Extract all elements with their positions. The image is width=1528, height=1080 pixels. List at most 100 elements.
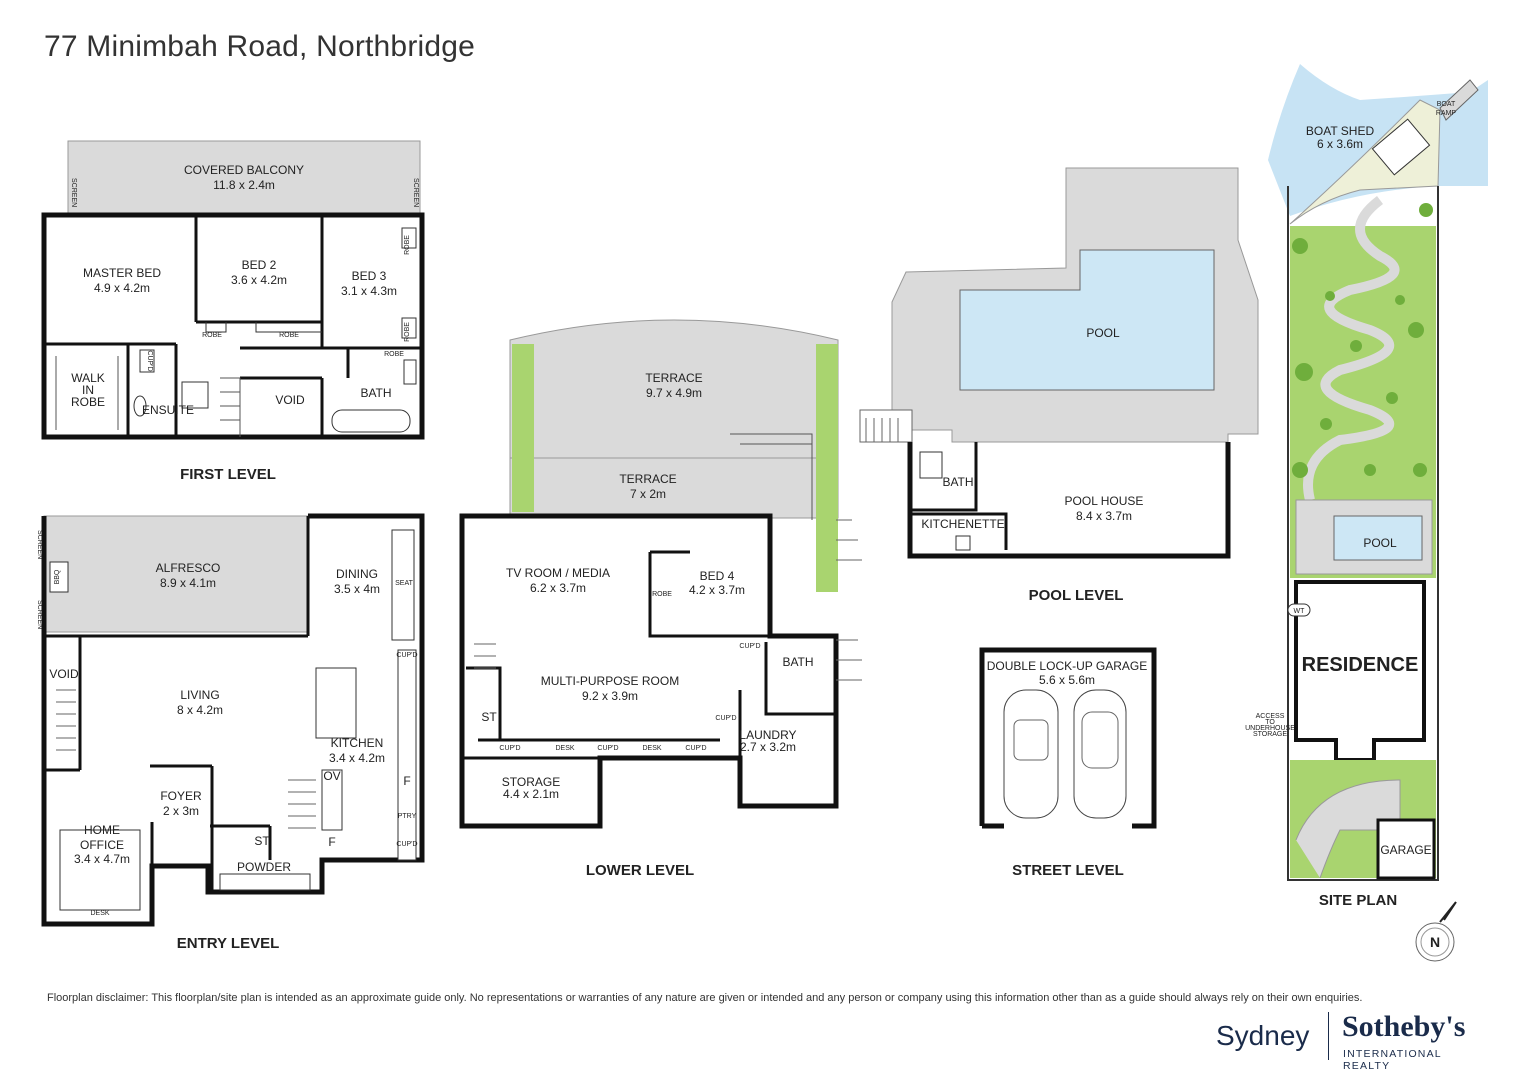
tv-room-label: TV ROOM / MEDIA bbox=[506, 566, 610, 580]
alfresco-size: 8.9 x 4.1m bbox=[160, 576, 216, 590]
lower-level-title: LOWER LEVEL bbox=[586, 862, 694, 879]
laundry-label: LAUNDRY bbox=[739, 728, 796, 742]
svg-text:OFFICE: OFFICE bbox=[80, 838, 124, 852]
boat-shed-label: BOAT SHED bbox=[1306, 124, 1375, 138]
void-first-label: VOID bbox=[275, 393, 305, 407]
master-bed-label: MASTER BED bbox=[83, 266, 161, 280]
home-office-label: HOME bbox=[84, 823, 120, 837]
svg-text:STORAGE: STORAGE bbox=[1253, 731, 1287, 738]
bed3-size: 3.1 x 4.3m bbox=[341, 284, 397, 298]
svg-text:SCREEN: SCREEN bbox=[412, 178, 419, 207]
terrace-lower-size: 7 x 2m bbox=[630, 487, 666, 501]
svg-text:CUP'D: CUP'D bbox=[685, 745, 706, 752]
foyer-size: 2 x 3m bbox=[163, 804, 199, 818]
svg-text:UNDERHOUSE: UNDERHOUSE bbox=[1245, 725, 1295, 732]
svg-text:ROBE: ROBE bbox=[404, 235, 411, 255]
garage-site-label: GARAGE bbox=[1380, 843, 1431, 857]
north-arrow-icon: N bbox=[1415, 901, 1457, 962]
compass-n-label: N bbox=[1430, 934, 1440, 950]
pool-level-title: POOL LEVEL bbox=[1029, 587, 1124, 604]
terrace-upper-size: 9.7 x 4.9m bbox=[646, 386, 702, 400]
site-plan: WT ACCESS TO UNDERHOUSE STORAGE BOAT SHE… bbox=[1245, 64, 1488, 909]
dining-size: 3.5 x 4m bbox=[334, 582, 380, 596]
pool-water bbox=[959, 249, 1215, 391]
entry-level-title: ENTRY LEVEL bbox=[177, 935, 280, 952]
void-entry-label: VOID bbox=[49, 667, 79, 681]
covered-balcony-area bbox=[67, 140, 421, 215]
site-boundary bbox=[1287, 186, 1439, 881]
svg-text:ROBE: ROBE bbox=[71, 395, 105, 409]
kitchen-size: 3.4 x 4.2m bbox=[329, 751, 385, 765]
pool-house-label: POOL HOUSE bbox=[1065, 494, 1144, 508]
svg-text:F: F bbox=[328, 835, 335, 849]
covered-balcony-label: COVERED BALCONY bbox=[184, 163, 304, 177]
entry-level-plan: SCREEN SCREEN BBQ SEAT CUP'D CUP'D PTRY … bbox=[36, 513, 425, 952]
car-right bbox=[1073, 689, 1127, 819]
svg-text:DESK: DESK bbox=[642, 745, 661, 752]
covered-balcony-size: 11.8 x 2.4m bbox=[213, 178, 275, 192]
bbq-label: BBQ bbox=[54, 569, 61, 584]
terrace-upper-area bbox=[509, 319, 839, 459]
logo-subtitle: INTERNATIONAL REALTY bbox=[1343, 1048, 1442, 1072]
logo-sydney: Sydney bbox=[1216, 1020, 1310, 1051]
pool-label: POOL bbox=[1086, 326, 1120, 340]
car-left bbox=[1003, 689, 1059, 819]
svg-text:SEAT: SEAT bbox=[395, 580, 413, 587]
st-lower-label: ST bbox=[481, 710, 497, 724]
svg-text:ROBE: ROBE bbox=[384, 351, 404, 358]
svg-text:CUP'D: CUP'D bbox=[715, 715, 736, 722]
agency-logo: Sydney Sotheby's INTERNATIONAL REALTY bbox=[1216, 1010, 1486, 1072]
tv-room-size: 6.2 x 3.7m bbox=[530, 581, 586, 595]
foyer-label: FOYER bbox=[160, 789, 202, 803]
lower-level-plan: CUP'D DESK CUP'D DESK CUP'D CUP'D CUP'D … bbox=[459, 319, 862, 879]
svg-text:SCREEN: SCREEN bbox=[36, 600, 43, 629]
bed4-size: 4.2 x 3.7m bbox=[689, 583, 745, 597]
bath-first-label: BATH bbox=[360, 386, 391, 400]
svg-text:ACCESS: ACCESS bbox=[1256, 713, 1285, 720]
logo-divider bbox=[1328, 1012, 1329, 1060]
svg-text:CUP'D: CUP'D bbox=[396, 841, 417, 848]
terrace-lower-label: TERRACE bbox=[619, 472, 676, 486]
svg-text:CUP'D: CUP'D bbox=[396, 652, 417, 659]
svg-text:DESK: DESK bbox=[90, 910, 109, 917]
garden-path bbox=[1303, 196, 1400, 502]
svg-text:ROBE: ROBE bbox=[279, 332, 299, 339]
dining-label: DINING bbox=[336, 567, 378, 581]
harbour-water bbox=[1268, 64, 1488, 216]
alfresco-area bbox=[43, 515, 309, 633]
svg-text:CUP'D: CUP'D bbox=[146, 350, 153, 371]
floorplan-disclaimer: Floorplan disclaimer: This floorplan/sit… bbox=[47, 992, 1363, 1004]
first-level-plan: SCREEN SCREEN COVERED BALCONY 11.8 x 2.4… bbox=[41, 140, 425, 483]
bed4-label: BED 4 bbox=[700, 569, 735, 583]
street-level-title: STREET LEVEL bbox=[1012, 862, 1124, 879]
svg-text:OV: OV bbox=[323, 769, 340, 783]
living-label: LIVING bbox=[180, 688, 219, 702]
boat-ramp bbox=[1439, 79, 1479, 121]
bed3-label: BED 3 bbox=[352, 269, 387, 283]
svg-text:IN: IN bbox=[82, 383, 94, 397]
terrace-lower-area bbox=[509, 457, 839, 519]
svg-text:F: F bbox=[403, 774, 410, 788]
pool-site-label: POOL bbox=[1363, 536, 1397, 550]
powder-label: POWDER bbox=[237, 860, 291, 874]
lower-level-walls bbox=[459, 513, 839, 829]
st-entry-label: ST bbox=[254, 834, 270, 848]
bath-lower-label: BATH bbox=[782, 655, 813, 669]
bath-pool-label: BATH bbox=[942, 475, 973, 489]
svg-text:DESK: DESK bbox=[555, 745, 574, 752]
svg-text:CUP'D: CUP'D bbox=[739, 643, 760, 650]
master-bed-size: 4.9 x 4.2m bbox=[94, 281, 150, 295]
svg-text:PTRY: PTRY bbox=[398, 813, 417, 820]
residence-label: RESIDENCE bbox=[1302, 654, 1419, 676]
site-garage bbox=[1376, 818, 1436, 880]
bed2-label: BED 2 bbox=[242, 258, 277, 272]
garage-walls bbox=[979, 647, 1157, 829]
svg-text:CUP'D: CUP'D bbox=[597, 745, 618, 752]
svg-text:BOAT: BOAT bbox=[1437, 101, 1456, 108]
multi-purpose-label: MULTI-PURPOSE ROOM bbox=[541, 674, 679, 688]
wt-label: WT bbox=[1294, 608, 1306, 615]
laundry-size: 2.7 x 3.2m bbox=[740, 740, 796, 754]
multi-purpose-size: 9.2 x 3.9m bbox=[582, 689, 638, 703]
svg-text:RAMP: RAMP bbox=[1436, 110, 1457, 117]
street-level-plan: DOUBLE LOCK-UP GARAGE 5.6 x 5.6m STREET … bbox=[979, 647, 1157, 879]
